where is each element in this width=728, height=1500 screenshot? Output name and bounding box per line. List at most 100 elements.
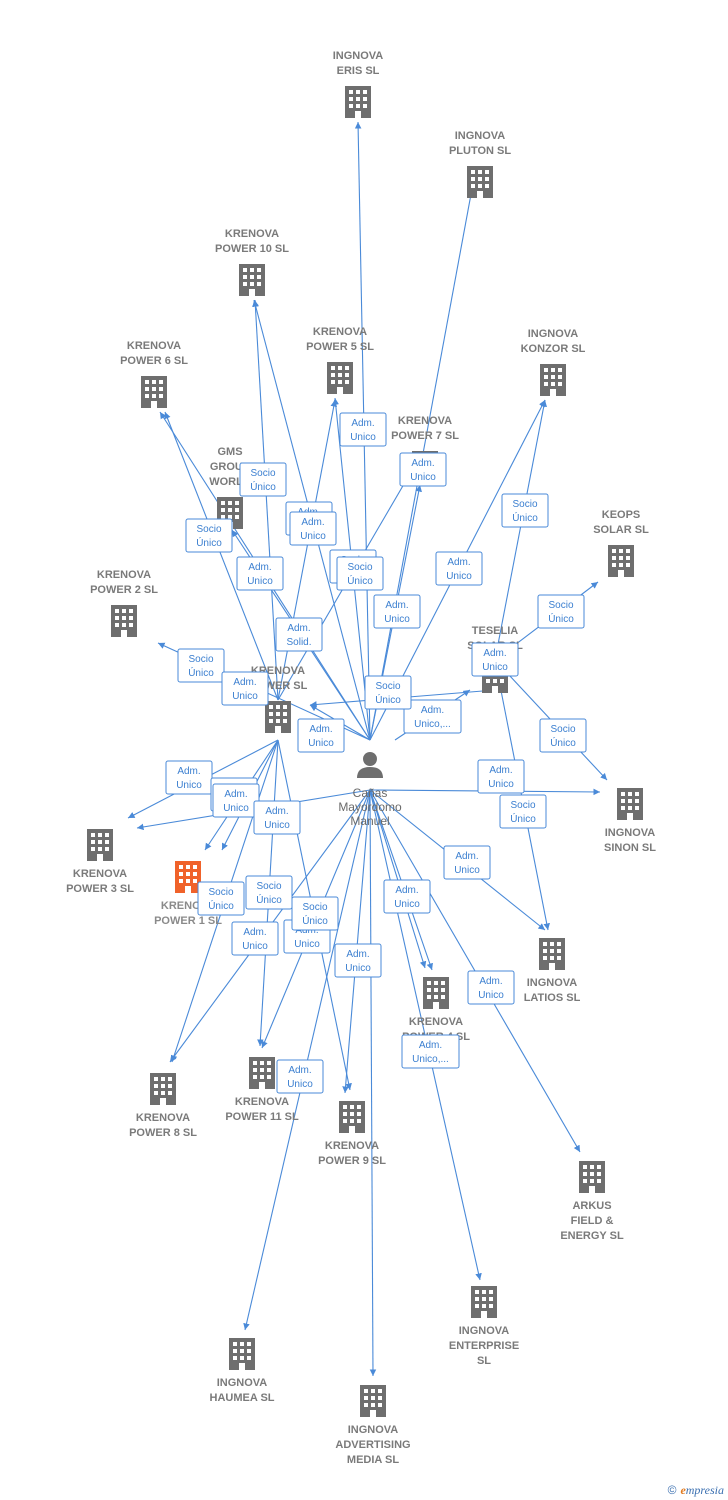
relationship-label[interactable]: Adm.Unico xyxy=(399,452,447,487)
building-icon xyxy=(423,977,449,1009)
person-icon xyxy=(357,767,383,778)
brand-name: mpresia xyxy=(685,1483,724,1497)
relationship-label[interactable]: Adm.Unico xyxy=(253,800,301,835)
relationship-label[interactable]: Adm.Unico xyxy=(471,642,519,677)
relationship-label[interactable]: Adm.Unico xyxy=(289,511,337,546)
relationship-label[interactable]: Adm.Unico xyxy=(373,594,421,629)
relationship-label[interactable]: Adm.Unico,... xyxy=(403,699,462,734)
relationship-label[interactable]: Adm.Unico,... xyxy=(401,1034,460,1069)
relationship-label[interactable]: Adm.Unico xyxy=(435,551,483,586)
relationship-label[interactable]: Adm.Unico xyxy=(231,921,279,956)
relationship-label[interactable]: Adm.Unico xyxy=(221,671,269,706)
company-name-line: KRENOVA xyxy=(73,868,127,880)
relationship-label[interactable]: Adm.Unico xyxy=(383,879,431,914)
relationship-label-text: Único xyxy=(512,511,538,524)
relationship-label-text: Unico xyxy=(345,963,371,974)
relationship-label-text: Adm. xyxy=(301,517,324,528)
building-icon xyxy=(617,788,643,820)
relationship-label[interactable]: Adm.Unico xyxy=(212,783,260,818)
relationship-label[interactable]: Adm.Unico xyxy=(339,412,387,447)
relationship-label[interactable]: Adm.Unico xyxy=(467,970,515,1005)
relationship-label-text: Unico,... xyxy=(412,1054,449,1065)
relationship-label[interactable]: Adm.Unico xyxy=(165,760,213,795)
person-name-line: Manuel xyxy=(350,814,389,828)
company-name-line: SOLAR SL xyxy=(593,524,649,536)
relationship-label-text: Adm. xyxy=(447,557,470,568)
relationship-label[interactable]: Adm.Unico xyxy=(236,556,284,591)
relationship-label-box xyxy=(231,921,279,956)
footer-brand[interactable]: ©empresia xyxy=(668,1483,724,1498)
edge-line xyxy=(164,411,279,701)
relationship-label-box xyxy=(401,1034,460,1069)
company-name-line: INGNOVA xyxy=(459,1325,510,1337)
relationship-label-text: Adm. xyxy=(287,623,310,634)
relationship-label[interactable]: Adm.Unico xyxy=(477,759,525,794)
relationship-label-text: Único xyxy=(548,612,574,625)
relationship-label[interactable]: Adm.Unico xyxy=(276,1059,324,1094)
relationship-label-text: Adm. xyxy=(346,949,369,960)
relationship-label-text: Socio xyxy=(375,681,400,692)
relationship-label-text: Unico xyxy=(264,820,290,831)
relationship-label-text: Socio xyxy=(512,499,537,510)
relationship-label[interactable]: Adm.Unico xyxy=(443,845,491,880)
relationship-label[interactable]: Adm. Unico xyxy=(334,943,382,978)
relationship-label-text: Unico xyxy=(247,576,273,587)
company-name-line: POWER 11 SL xyxy=(225,1111,299,1123)
company-name-line: KONZOR SL xyxy=(521,343,586,355)
relationship-label-text: Único xyxy=(208,899,234,912)
relationship-label[interactable]: Adm.Unico xyxy=(297,718,345,753)
relationship-label-box xyxy=(253,800,301,835)
company-name-line: POWER 10 SL xyxy=(215,243,289,255)
relationship-label-text: Socio xyxy=(188,654,213,665)
relationship-label-box xyxy=(245,875,293,910)
building-icon xyxy=(579,1161,605,1193)
relationship-label-text: Adm. xyxy=(233,677,256,688)
company-name-line: INGNOVA xyxy=(605,827,656,839)
relationship-label-box xyxy=(467,970,515,1005)
relationship-label-box xyxy=(297,718,345,753)
relationship-label-box xyxy=(177,648,225,683)
person-name-line: Mayordomo xyxy=(338,800,402,814)
relationship-label[interactable]: Adm.Solid. xyxy=(275,617,323,652)
relationship-label-text: Socio xyxy=(196,524,221,535)
relationship-label-box xyxy=(289,511,337,546)
company-name-line: INGNOVA xyxy=(217,1377,268,1389)
edge-line xyxy=(277,399,338,701)
company-name-line: KRENOVA xyxy=(398,415,452,427)
relationship-label-text: Adm. xyxy=(288,1065,311,1076)
relationship-label-text: Adm. xyxy=(455,851,478,862)
